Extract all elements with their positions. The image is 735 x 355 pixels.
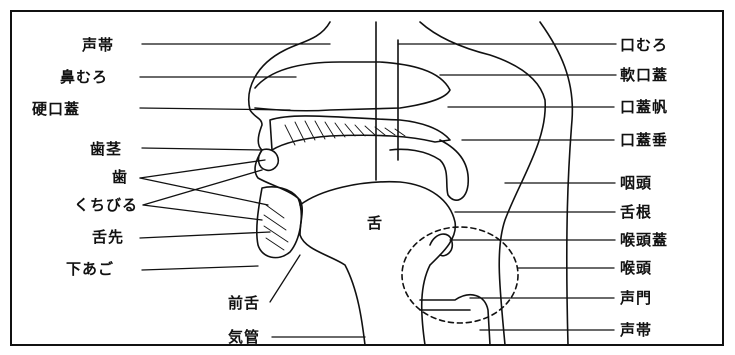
head-outline — [249, 22, 365, 345]
label-lower-jaw: 下あご — [66, 260, 114, 278]
label-larynx: 喉頭 — [620, 259, 652, 277]
label-oral-cavity: 口むろ — [620, 36, 668, 54]
label-tongue-tip: 舌先 — [92, 228, 124, 246]
label-soft-palate: 軟口蓋 — [620, 66, 668, 84]
label-glottis: 声門 — [620, 289, 652, 307]
label-trachea: 気管 — [228, 328, 260, 346]
tongue-outline — [300, 182, 455, 345]
label-tongue-root: 舌根 — [620, 203, 652, 221]
hard-palate-hatching — [285, 121, 405, 145]
soft-palate-outline — [390, 140, 468, 200]
label-lips: くちびる — [74, 196, 138, 214]
nasal-cavity-outline — [255, 62, 450, 111]
label-vocal-cords-right: 声帯 — [620, 321, 652, 339]
lower-jaw-hatching — [264, 205, 288, 250]
label-uvula: 口蓋垂 — [620, 131, 668, 149]
label-front-tongue: 前舌 — [228, 294, 260, 312]
left-pointer-lines — [140, 44, 330, 270]
label-epiglottis: 喉頭蓋 — [620, 231, 668, 249]
right-pointer-lines — [398, 44, 616, 330]
label-gums: 歯茎 — [90, 140, 122, 158]
label-vocal-cords-left: 声帯 — [82, 36, 114, 54]
label-nasal-cavity: 鼻むろ — [60, 68, 108, 86]
bottom-pointer-lines — [270, 255, 365, 337]
hard-palate-outline — [270, 116, 450, 150]
label-teeth: 歯 — [112, 168, 128, 186]
label-hard-palate: 硬口蓋 — [32, 100, 80, 118]
label-velum: 口蓋帆 — [620, 98, 668, 116]
label-pharynx: 咽頭 — [620, 174, 652, 192]
label-tongue: 舌 — [367, 214, 383, 232]
